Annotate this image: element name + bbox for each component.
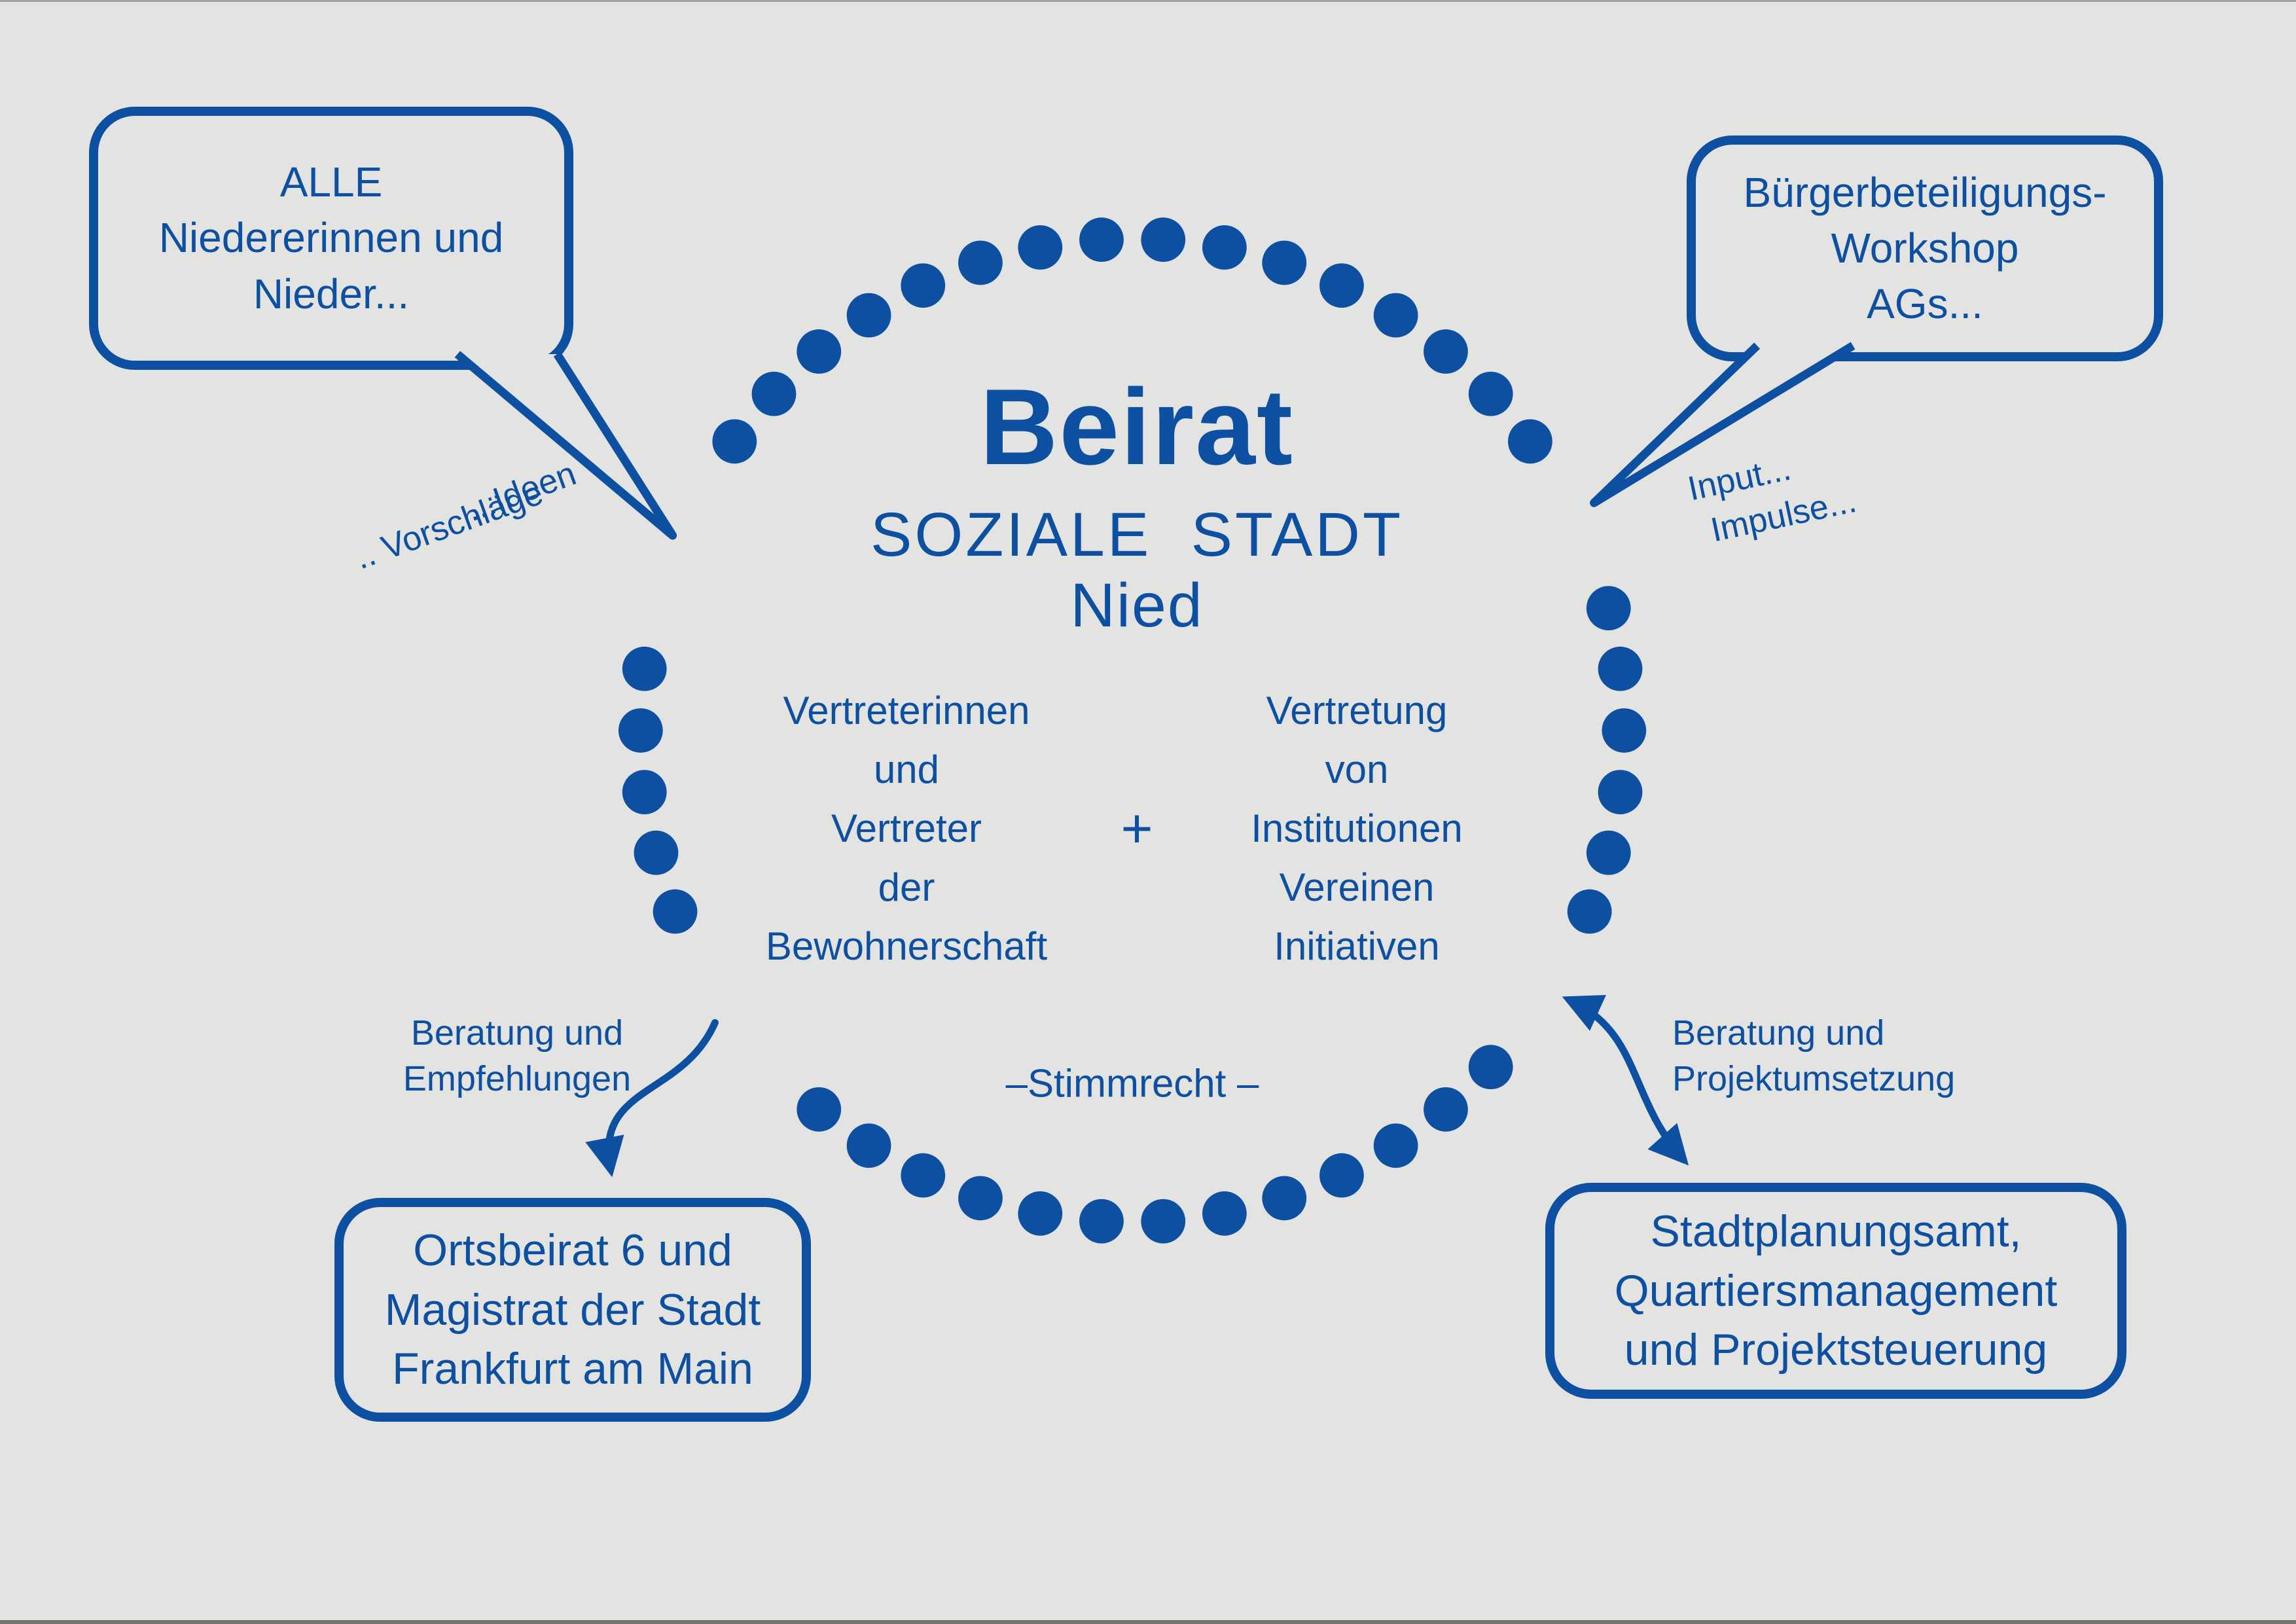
column-bewohnerschaft-line: und (873, 748, 940, 791)
circle-dot (1141, 217, 1186, 262)
speech-bubble-residents: ALLE Niedererinnen und Nieder... (89, 107, 573, 370)
circle-dot (1018, 225, 1063, 270)
circle-dot (1567, 889, 1612, 934)
circle-dot (1319, 1153, 1364, 1198)
box-stadtplanungsamt-line: Quartiersmanagement (1614, 1265, 2058, 1316)
circle-dot (1018, 1191, 1063, 1236)
circle-dot (751, 371, 797, 416)
column-institutionen-line: Vereinen (1279, 865, 1435, 909)
column-bewohnerschaft-line: Vertreterinnen (783, 689, 1030, 732)
circle-dot (958, 240, 1003, 285)
column-bewohnerschaft: Vertreterinnen und Vertreter der Bewohne… (720, 681, 1093, 976)
column-institutionen-line: Institutionen (1251, 806, 1463, 850)
box-ortsbeirat-line: Frankfurt am Main (392, 1344, 753, 1394)
circle-dot (1586, 586, 1631, 631)
circle-dot (1262, 1176, 1307, 1221)
circle-dot (712, 419, 757, 464)
circle-dot (1602, 708, 1647, 753)
column-bewohnerschaft-line: der (878, 865, 935, 909)
circle-dot (653, 889, 698, 934)
circle-dot (1373, 1123, 1418, 1168)
circle-dot (622, 646, 667, 691)
speech-bubble-residents-line: Niedererinnen und (158, 214, 504, 262)
column-institutionen: Vertretung von Institutionen Vereinen In… (1170, 681, 1543, 976)
circle-dot (1262, 240, 1307, 285)
box-ortsbeirat-line: Ortsbeirat 6 und (413, 1225, 732, 1276)
arrow-beratung-projektumsetzung (1562, 995, 1689, 1166)
circle-dot (1468, 371, 1513, 416)
circle-dot (1079, 1199, 1124, 1244)
annotation-beratung-empfehlungen: Beratung und Empfehlungen (370, 1010, 664, 1102)
circle-dot (1202, 1191, 1247, 1236)
circle-dot (901, 263, 946, 308)
box-stadtplanungsamt: Stadtplanungsamt, Quartiersmanagement un… (1545, 1183, 2126, 1399)
circle-dot (1586, 830, 1631, 875)
speech-bubble-residents-line: ALLE (279, 158, 383, 206)
diagram-place: Nied (1070, 571, 1204, 640)
box-stadtplanungsamt-line: Stadtplanungsamt, (1650, 1206, 2022, 1257)
circle-dot (797, 329, 842, 374)
circle-dot (901, 1153, 946, 1198)
circle-dot (1319, 263, 1364, 308)
plus-sign: + (1121, 797, 1153, 859)
annotation-beratung-projektumsetzung-line: Beratung und (1672, 1013, 1885, 1053)
circle-dot (1507, 419, 1552, 464)
box-stadtplanungsamt-line: und Projektsteuerung (1624, 1325, 2048, 1375)
speech-bubble-residents-line: Nieder... (253, 270, 410, 317)
circle-dot (1424, 329, 1468, 374)
column-institutionen-line: von (1325, 748, 1389, 791)
column-institutionen-line: Vertretung (1266, 689, 1448, 732)
voting-note: –Stimmrecht – (1005, 1061, 1259, 1106)
annotation-beratung-empfehlungen-line: Beratung und (410, 1013, 624, 1053)
circle-dot (1598, 770, 1643, 814)
circle-dot (1424, 1087, 1468, 1132)
circle-dot (618, 708, 663, 753)
circle-dot (634, 830, 679, 875)
column-institutionen-line: Initiativen (1274, 924, 1440, 968)
column-bewohnerschaft-line: Vertreter (831, 806, 982, 850)
column-bewohnerschaft-line: Bewohnerschaft (765, 924, 1048, 968)
annotation-beratung-empfehlungen-line: Empfehlungen (403, 1059, 632, 1099)
annotation-beratung-projektumsetzung-line: Projektumsetzung (1672, 1059, 1956, 1099)
circle-dot (797, 1087, 842, 1132)
annotation-beratung-projektumsetzung: Beratung und Projektumsetzung (1672, 1010, 2013, 1102)
speech-bubble-workshops-line: Workshop (1831, 224, 2019, 272)
diagram-subtitle: SOZIALE STADT (870, 500, 1403, 569)
circle-dot (1598, 646, 1643, 691)
box-ortsbeirat-line: Magistrat der Stadt (384, 1284, 761, 1335)
annotation-vorschlaege: .. Vorschläge (350, 473, 548, 577)
circle-dot (1141, 1199, 1186, 1244)
circle-dot (846, 293, 891, 338)
circle-dot (1373, 293, 1418, 338)
circle-dot (1468, 1045, 1513, 1090)
circle-dot (622, 770, 667, 814)
speech-bubble-workshops: Bürgerbeteiligungs- Workshop AGs... (1687, 135, 2163, 361)
circle-dot (1079, 217, 1124, 262)
box-ortsbeirat: Ortsbeirat 6 und Magistrat der Stadt Fra… (334, 1198, 811, 1422)
circle-dot (958, 1176, 1003, 1221)
speech-bubble-workshops-line: AGs... (1867, 280, 1983, 328)
circle-dot (846, 1123, 891, 1168)
diagram-title: Beirat (980, 367, 1294, 487)
circle-dot (1202, 225, 1247, 270)
speech-bubble-workshops-line: Bürgerbeteiligungs- (1743, 168, 2107, 216)
